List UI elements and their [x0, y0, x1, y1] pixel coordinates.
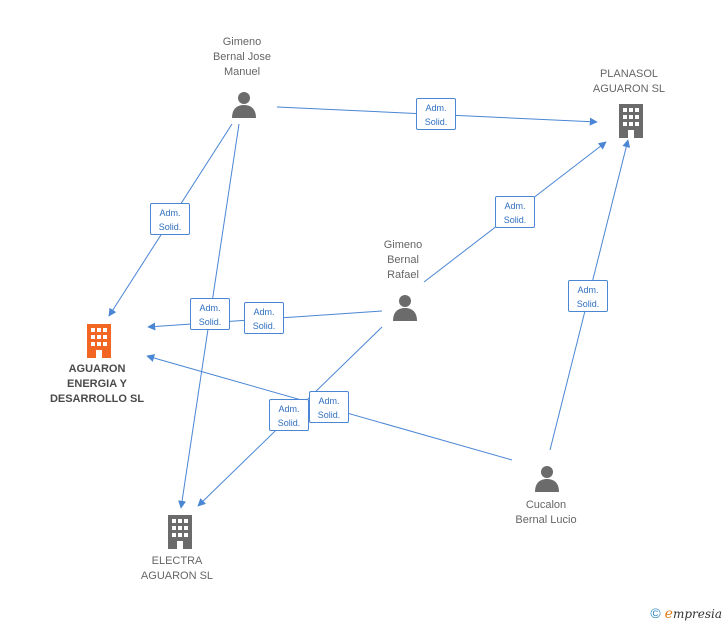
node-label-electra[interactable]: ELECTRA AGUARON SL [140, 555, 214, 582]
person-icon[interactable] [535, 466, 559, 492]
company-building-icon[interactable] [619, 104, 643, 138]
edge-label-adm-solid[interactable]: Adm. Solid. [568, 280, 608, 312]
edge-label-adm-solid[interactable]: Adm. Solid. [150, 203, 190, 235]
person-icon[interactable] [393, 295, 417, 321]
edge-label-adm-solid[interactable]: Adm. Solid. [416, 98, 456, 130]
edge-label-adm-solid[interactable]: Adm. Solid. [190, 298, 230, 330]
company-building-icon[interactable] [168, 515, 192, 549]
empresia-logo-initial: e [664, 606, 673, 622]
edge-label-adm-solid[interactable]: Adm. Solid. [495, 196, 535, 228]
edge-label-adm-solid[interactable]: Adm. Solid. [309, 391, 349, 423]
company-building-icon[interactable] [87, 324, 111, 358]
node-label-planasol[interactable]: PLANASOL AGUARON SL [592, 68, 666, 95]
empresia-footer: ©empresia [650, 605, 722, 622]
empresia-logo-text: mpresia [672, 607, 722, 621]
edge-label-adm-solid[interactable]: Adm. Solid. [269, 399, 309, 431]
person-icon[interactable] [232, 92, 256, 118]
node-label-cucalon[interactable]: Cucalon Bernal Lucio [515, 499, 577, 526]
edge-label-adm-solid[interactable]: Adm. Solid. [244, 302, 284, 334]
node-label-aguaron-energia[interactable]: AGUARON ENERGIA Y DESARROLLO SL [49, 362, 145, 405]
node-label-gimeno-rafael[interactable]: Gimeno Bernal Rafael [383, 238, 423, 281]
node-label-gimeno-jose[interactable]: Gimeno Bernal Jose Manuel [212, 35, 272, 78]
copyright-icon: © [650, 605, 661, 621]
